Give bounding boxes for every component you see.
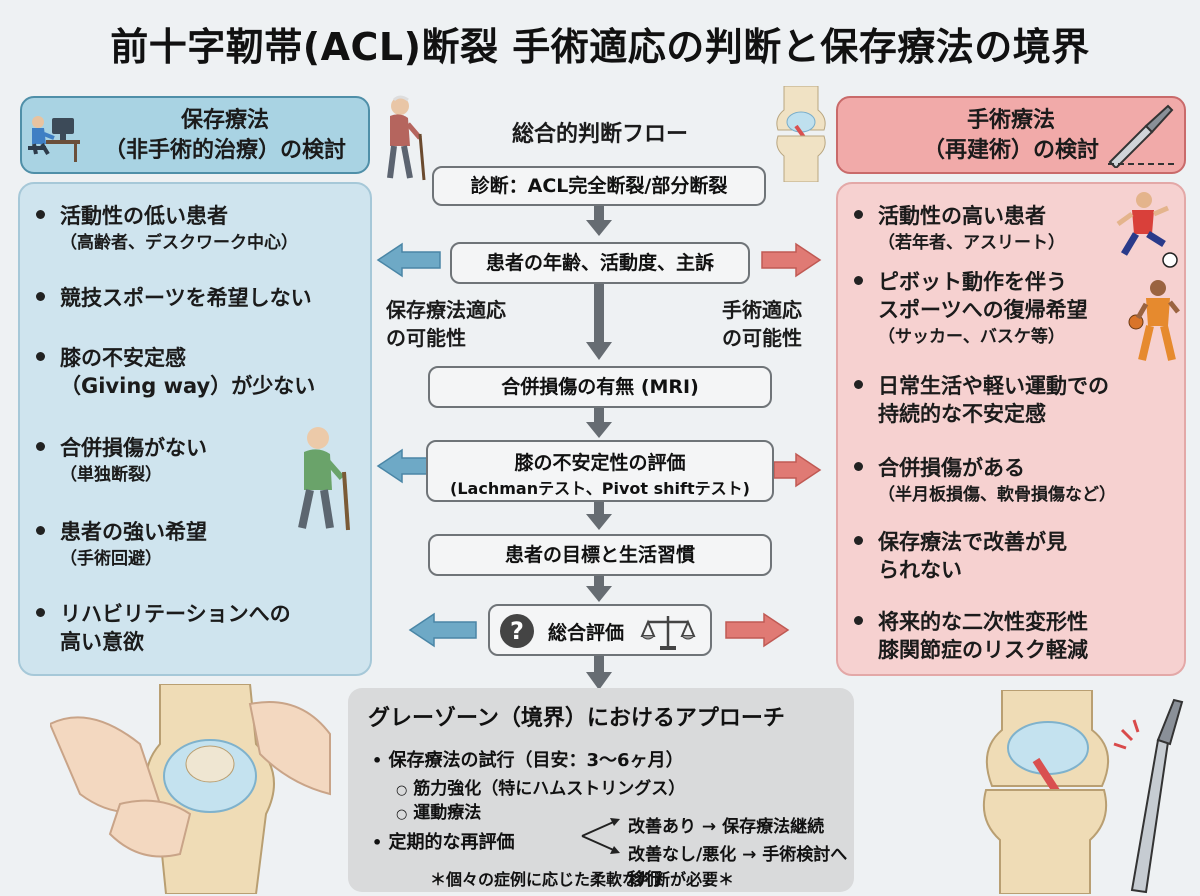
grayzone-title: グレーゾーン（境界）におけるアプローチ (368, 706, 785, 731)
grayzone-bullet-reeval: • 定期的な再評価 (372, 832, 515, 853)
item-text: 競技スポーツを希望しない (60, 286, 312, 310)
question-icon: ? (500, 614, 534, 648)
item-text: 患者の強い希望 (60, 520, 207, 544)
bullet-text: 定期的な再評価 (388, 832, 515, 853)
surgical-possibility-label: 手術適応 の可能性 (722, 296, 802, 352)
basketball-player-icon (1128, 280, 1180, 361)
surgical-header-line1: 手術療法 (966, 108, 1055, 133)
sub-bullet-text: 筋力強化（特にハムストリングス） (413, 779, 686, 799)
item-text: 日常生活や軽い運動での (878, 374, 1109, 398)
list-item: 将来的な二次性変形性 膝関節症のリスク軽減 (838, 608, 1088, 664)
grayzone-note: ＊個々の症例に応じた柔軟な判断が必要＊ (430, 870, 735, 889)
flow-step-text: 患者の目標と生活習慣 (504, 544, 695, 566)
item-text: 膝の不安定感 (60, 346, 186, 370)
conservative-header-line2: （非手術的治療）の検討 (103, 138, 346, 163)
conservative-panel: 活動性の低い患者 （高齢者、デスクワーク中心） 競技スポーツを希望しない 膝の不… (18, 182, 372, 676)
item-text: 合併損傷がある (878, 456, 1025, 480)
list-item: 活動性の低い患者 （高齢者、デスクワーク中心） (20, 202, 298, 256)
knee-injury-illustration (982, 690, 1184, 894)
surgical-panel: 活動性の高い患者 （若年者、アスリート） ピボット動作を伴う スポーツへの復帰希… (836, 182, 1186, 676)
list-item: ピボット動作を伴う スポーツへの復帰希望 （サッカー、バスケ等） (838, 268, 1088, 350)
list-item: リハビリテーションへの 高い意欲 (20, 600, 291, 656)
scalpel-icon (1108, 104, 1174, 168)
item-text-line2: 膝関節症のリスク軽減 (878, 638, 1088, 662)
flow-step-text: 患者の年齢、活動度、主訴 (485, 252, 714, 274)
branch-not-improved: 改善なし/悪化 → 手術検討へ移行 (628, 845, 848, 890)
soccer-player-icon (1116, 192, 1178, 268)
item-subtext: （若年者、アスリート） (878, 233, 1065, 253)
list-item: 膝の不安定感 （Giving way）が少ない (20, 344, 315, 400)
flow-step-text: 膝の不安定性の評価 (514, 452, 686, 474)
elderly-walker-icon (387, 95, 426, 181)
flow-step-patient: 患者の年齢、活動度、主訴 (450, 242, 750, 284)
item-subtext: （高齢者、デスクワーク中心） (60, 233, 298, 253)
flow-step-goals: 患者の目標と生活習慣 (428, 534, 772, 576)
item-subtext: （単独断裂） (60, 465, 162, 485)
item-subtext: （手術回避） (60, 549, 162, 569)
flow-step-text: 診断：ACL完全断裂/部分断裂 (470, 175, 728, 197)
item-text: リハビリテーションへの (60, 602, 291, 626)
conservative-header-line1: 保存療法 (180, 108, 269, 133)
flow-step-text: 総合評価 (548, 622, 625, 644)
label-line2: の可能性 (722, 326, 802, 350)
surgical-header-line2: （再建術）の検討 (922, 138, 1099, 163)
bullet-text: 保存療法の試行（目安：3〜6ヶ月） (388, 750, 684, 771)
list-item: 活動性の高い患者 （若年者、アスリート） (838, 202, 1065, 256)
item-text: 活動性の高い患者 (878, 204, 1046, 228)
item-text: 合併損傷がない (60, 436, 207, 460)
conservative-header: 保存療法 （非手術的治療）の検討 (20, 96, 370, 174)
balance-scale-icon (640, 616, 696, 650)
conservative-possibility-label: 保存療法適応 の可能性 (386, 296, 506, 352)
flow-step-text: 合併損傷の有無 (MRI) (501, 376, 699, 398)
grayzone-bullet-trial: • 保存療法の試行（目安：3〜6ヶ月） (372, 750, 684, 771)
item-subtext: （サッカー、バスケ等） (878, 327, 1065, 347)
list-item: 患者の強い希望 （手術回避） (20, 518, 207, 572)
list-item: 合併損傷がある （半月板損傷、軟骨損傷など） (838, 454, 1116, 508)
item-text: 保存療法で改善が見 (878, 530, 1067, 554)
branch-improved: 改善あり → 保存療法継続 (628, 817, 825, 837)
desk-worker-icon (28, 116, 80, 162)
item-text: 将来的な二次性変形性 (878, 610, 1088, 634)
list-item: 日常生活や軽い運動での 持続的な不安定感 (838, 372, 1109, 428)
item-text-line2: られない (878, 558, 962, 582)
flow-step-diagnosis: 診断：ACL完全断裂/部分断裂 (432, 166, 766, 206)
knee-exam-illustration (50, 684, 331, 894)
item-subtext: （半月板損傷、軟骨損傷など） (878, 485, 1116, 505)
flow-heading: 総合的判断フロー (511, 122, 688, 147)
flow-step-overall: ? 総合評価 (488, 604, 712, 656)
grayzone-sub-exercise: ○ 運動療法 (396, 803, 482, 823)
branch-arrows (581, 818, 620, 854)
page-title: 前十字靭帯(ACL)断裂 手術適応の判断と保存療法の境界 (110, 25, 1090, 69)
item-text: 活動性の低い患者 (60, 204, 228, 228)
label-line1: 手術適応 (722, 298, 802, 322)
grayzone-panel: グレーゾーン（境界）におけるアプローチ • 保存療法の試行（目安：3〜6ヶ月） … (348, 688, 854, 892)
label-line2: の可能性 (386, 326, 466, 350)
list-item: 競技スポーツを希望しない (20, 284, 312, 312)
list-item: 保存療法で改善が見 られない (838, 528, 1067, 584)
item-text-line2: スポーツへの復帰希望 (878, 298, 1088, 322)
surgical-header: 手術療法 （再建術）の検討 (836, 96, 1186, 174)
item-text-line2: （Giving way）が少ない (60, 374, 316, 398)
flow-step-subtext: (Lachmanテスト、Pivot shiftテスト) (450, 479, 750, 498)
label-line1: 保存療法適応 (386, 298, 506, 322)
knee-joint-icon (776, 86, 826, 182)
item-text: ピボット動作を伴う (878, 270, 1067, 294)
grayzone-sub-strength: ○ 筋力強化（特にハムストリングス） (396, 779, 686, 799)
flow-step-mri: 合併損傷の有無 (MRI) (428, 366, 772, 408)
list-item: 合併損傷がない （単独断裂） (20, 434, 207, 488)
item-text-line2: 高い意欲 (60, 630, 144, 654)
item-text-line2: 持続的な不安定感 (878, 402, 1046, 426)
flow-step-instability: 膝の不安定性の評価 (Lachmanテスト、Pivot shiftテスト) (426, 440, 774, 502)
elderly-cane-icon (298, 427, 350, 531)
sub-bullet-text: 運動療法 (413, 803, 482, 823)
